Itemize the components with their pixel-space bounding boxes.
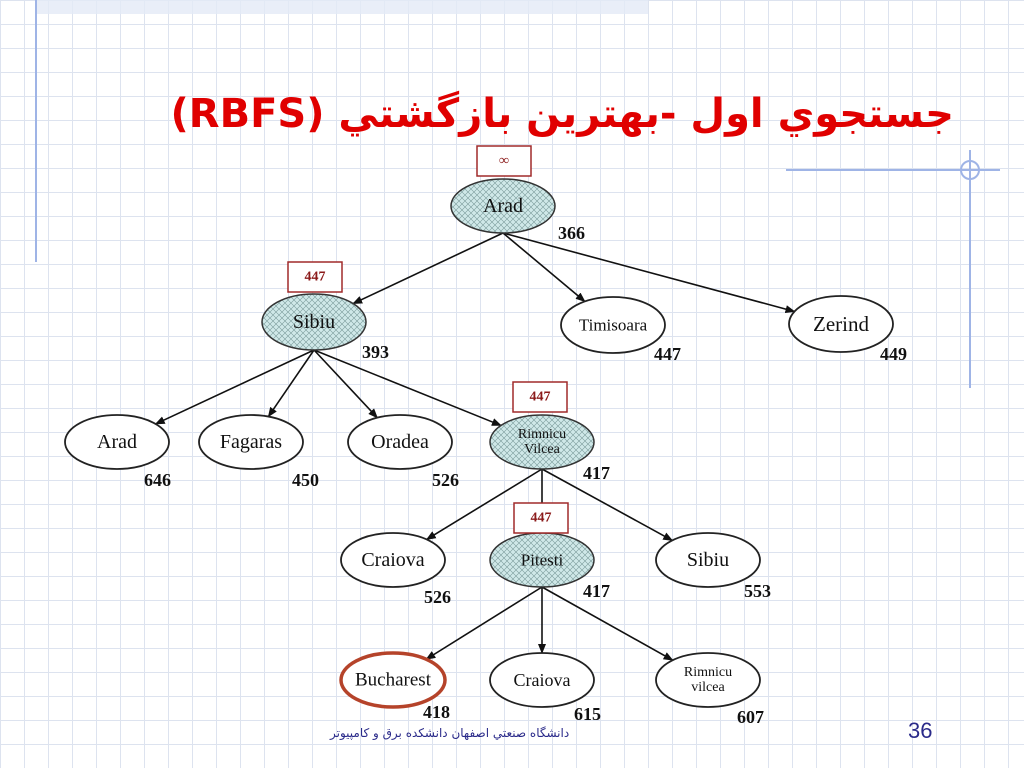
node-fagaras: Fagaras 450 — [198, 414, 319, 490]
f-limit-value: 447 — [531, 511, 552, 526]
node-label: Rimnicu — [684, 665, 732, 680]
node-f-value: 553 — [744, 581, 771, 601]
node-ellipse — [450, 178, 556, 234]
node-f-value: 366 — [558, 223, 585, 243]
top-left-accent-bar — [36, 0, 648, 14]
edge-sibiu-to-oradea — [313, 349, 378, 419]
node-f-value: 526 — [424, 587, 451, 607]
node-ellipse — [347, 414, 453, 470]
node-f-value: 449 — [880, 344, 907, 364]
accent-target-marker — [960, 160, 980, 180]
node-sibiu-2: Sibiu 553 — [655, 532, 771, 601]
f-limit-value: ∞ — [499, 154, 509, 169]
node-label: Rimnicu — [518, 427, 566, 442]
edge-sibiu-to-rimnicu-vilcea — [313, 349, 502, 427]
page-number: 36 — [908, 718, 933, 743]
node-ellipse — [261, 293, 367, 351]
node-label: Craiova — [361, 549, 424, 571]
node-ellipse — [788, 295, 894, 353]
edge-pitesti-to-bucharest — [425, 586, 543, 660]
edge-rimnicu-vilcea-to-sibiu-2 — [541, 468, 674, 542]
footer-text: دانشگاه صنعتي اصفهان دانشكده برق و كامپي… — [330, 726, 570, 740]
edge-rimnicu-vilcea-to-craiova-1 — [425, 468, 543, 541]
node-arad-root: Arad 366 ∞ — [450, 145, 585, 243]
node-ellipse — [64, 414, 170, 470]
node-f-value: 450 — [292, 470, 319, 490]
node-zerind: Zerind 449 — [788, 295, 907, 364]
edge-arad-root-to-sibiu — [352, 232, 504, 305]
node-label: Bucharest — [355, 670, 432, 691]
f-limit-box — [476, 145, 532, 177]
tree-nodes: Arad366∞Sibiu393447Timisoara447Zerind449… — [64, 145, 907, 727]
f-limit-box — [287, 261, 343, 293]
node-label: Craiova — [514, 670, 571, 690]
f-limit-box — [513, 502, 569, 534]
tree-edges — [154, 232, 796, 661]
node-ellipse — [560, 296, 666, 354]
node-ellipse — [339, 651, 447, 709]
node-ellipse — [655, 652, 761, 708]
node-ellipse — [198, 414, 304, 470]
node-pitesti: Pitesti 417 447 — [489, 502, 610, 601]
node-label: Fagaras — [220, 431, 282, 453]
node-label: Sibiu — [687, 549, 729, 571]
node-ellipse — [340, 532, 446, 588]
node-arad-2: Arad 646 — [64, 414, 171, 490]
node-ellipse — [489, 414, 595, 470]
edge-arad-root-to-zerind — [502, 232, 796, 314]
node-f-value: 615 — [574, 704, 601, 724]
node-f-value: 607 — [737, 707, 764, 727]
node-bucharest: Bucharest 418 — [339, 651, 450, 722]
f-limit-box — [512, 381, 568, 413]
node-label: Arad — [97, 431, 137, 453]
node-timisoara: Timisoara 447 — [560, 296, 681, 364]
node-label: Zerind — [813, 312, 869, 336]
node-f-value: 417 — [583, 463, 610, 483]
node-label: Arad — [483, 195, 523, 217]
node-label: Vilcea — [524, 442, 560, 457]
edge-sibiu-to-fagaras — [267, 349, 315, 418]
node-sibiu: Sibiu 393 447 — [261, 261, 389, 362]
edge-sibiu-to-arad-2 — [154, 349, 315, 425]
node-label: vilcea — [691, 680, 725, 695]
node-label: Pitesti — [521, 551, 564, 570]
node-f-value: 418 — [423, 702, 450, 722]
node-label: Timisoara — [579, 316, 648, 335]
slide-title: جستجوي اول -بهترين بازگشتي (RBFS) — [170, 91, 954, 137]
node-f-value: 526 — [432, 470, 459, 490]
node-ellipse — [655, 532, 761, 588]
edge-arad-root-to-timisoara — [502, 232, 586, 303]
edge-pitesti-to-rimnicu-vilcea-2 — [541, 586, 674, 661]
node-label: Sibiu — [293, 311, 335, 333]
node-label: Oradea — [371, 431, 429, 453]
f-limit-value: 447 — [305, 270, 326, 285]
node-f-value: 393 — [362, 342, 389, 362]
node-ellipse — [489, 652, 595, 708]
f-limit-value: 447 — [530, 390, 551, 405]
node-f-value: 447 — [654, 344, 681, 364]
node-f-value: 646 — [144, 470, 171, 490]
node-f-value: 417 — [583, 581, 610, 601]
